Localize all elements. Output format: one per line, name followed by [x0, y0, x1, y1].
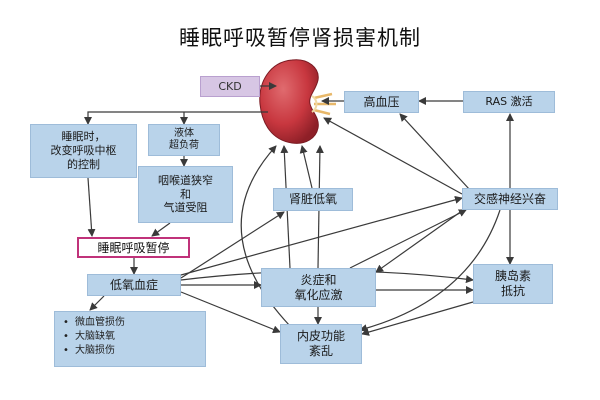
arrow-renal-hypoxia-to-kidney [299, 145, 313, 189]
arrow-sympathetic-to-kidney [323, 117, 463, 195]
arrow-hypoxemia-to-renal-hypoxia [180, 211, 285, 279]
node-fluid-overload: 液体 超负荷 [148, 124, 220, 156]
node-ras: RAS 激活 [463, 91, 555, 113]
node-hypertension: 高血压 [344, 91, 419, 113]
arrow-sympathetic-to-inflammation [375, 207, 467, 273]
effect-item: •大脑缺氧 [63, 331, 115, 342]
node-sleep-apnea: 睡眠呼吸暂停 [77, 237, 190, 258]
node-endocrine: 内皮功能 紊乱 [280, 324, 362, 364]
arrow-sympathetic-to-hypertension [399, 113, 471, 191]
effect-item: •微血管损伤 [63, 317, 125, 328]
bullet-icon: • [63, 317, 69, 328]
node-airway: 咽喉道狭窄 和 气道受阻 [138, 166, 233, 223]
node-hypoxemia: 低氧血症 [87, 274, 181, 296]
bullet-icon: • [63, 345, 69, 356]
arrow-sleep-control-to-apnea [87, 177, 96, 237]
effect-item: •大脑损伤 [63, 345, 115, 356]
bullet-icon: • [63, 331, 69, 342]
node-sympathetic: 交感神经兴奋 [462, 188, 558, 210]
arrow-hypoxemia-to-endocrine [180, 291, 281, 334]
arrow-hypoxemia-to-sympathetic [180, 195, 463, 276]
arrow-inflammation-to-sympathetic [349, 209, 467, 269]
node-sleep-control: 睡眠时， 改变呼吸中枢 的控制 [30, 124, 137, 178]
arrow-kidney-to-sleep-control [84, 111, 268, 125]
arrow-sympathetic-to-endocrine [359, 209, 501, 333]
diagram-title: 睡眠呼吸暂停肾损害机制 [179, 26, 421, 50]
effects-list: •微血管损伤 •大脑缺氧 •大脑损伤 [54, 311, 206, 367]
arrow-hypoxemia-to-effects [89, 295, 105, 311]
kidney-icon [259, 59, 336, 144]
arrow-airway-to-apnea [151, 222, 171, 237]
node-renal-hypoxia: 肾脏低氧 [273, 188, 353, 211]
node-insulin: 胰岛素 抵抗 [473, 264, 553, 304]
node-inflammation: 炎症和 氧化应激 [261, 268, 376, 307]
ckd-label: CKD [200, 76, 260, 97]
arrow-insulin-to-endocrine [361, 301, 474, 336]
